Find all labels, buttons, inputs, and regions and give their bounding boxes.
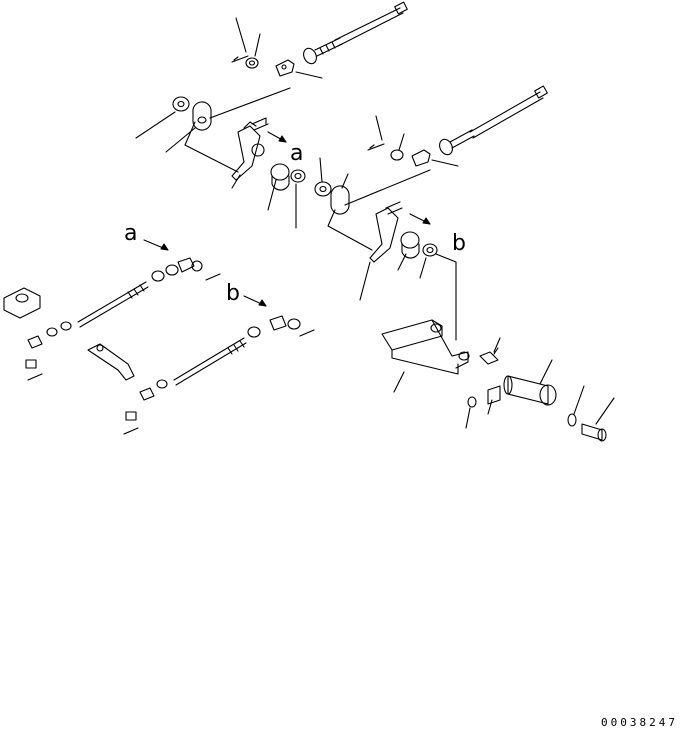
clevis-icon bbox=[275, 59, 295, 77]
bolt-icon bbox=[251, 117, 269, 131]
bracket-assembly bbox=[381, 319, 615, 442]
yoke-icon bbox=[3, 287, 41, 319]
clevis-icon bbox=[411, 149, 431, 167]
rod-icon bbox=[173, 337, 247, 386]
lever-icon bbox=[231, 125, 261, 181]
bolt-icon bbox=[487, 385, 501, 405]
callout-b-left: b bbox=[226, 281, 240, 306]
clevis-icon bbox=[177, 257, 195, 273]
cotter-pin-icon bbox=[367, 143, 385, 151]
clevis-icon bbox=[269, 315, 287, 331]
upper-lever-assembly bbox=[135, 87, 306, 229]
right-lever-assembly bbox=[314, 157, 457, 341]
bolt-icon bbox=[581, 423, 603, 441]
washer-icon bbox=[567, 413, 577, 427]
grease-fitting-icon bbox=[479, 347, 499, 365]
callout-a-left: a bbox=[124, 221, 137, 246]
washer-icon bbox=[165, 264, 179, 276]
arm-icon bbox=[87, 343, 135, 381]
nut-icon bbox=[151, 270, 165, 282]
callout-a-upper: a bbox=[290, 141, 303, 166]
lever-icon bbox=[369, 207, 399, 263]
right-cable-assembly bbox=[367, 85, 548, 167]
bushing-icon bbox=[330, 185, 350, 215]
pin-icon bbox=[507, 375, 549, 405]
upper-cable-assembly bbox=[231, 1, 408, 79]
drawing-number: 00038247 bbox=[601, 716, 678, 729]
nut-icon bbox=[247, 326, 261, 338]
nut-icon bbox=[191, 260, 203, 272]
bolt-icon bbox=[385, 201, 403, 215]
nut-icon bbox=[390, 149, 404, 161]
washer-icon bbox=[314, 181, 332, 197]
washer-icon bbox=[172, 96, 190, 112]
cotter-pin-icon bbox=[231, 55, 249, 63]
nut-icon bbox=[245, 57, 259, 69]
washer-icon bbox=[467, 396, 477, 408]
rod-icon bbox=[77, 281, 149, 328]
bracket-icon bbox=[381, 319, 443, 351]
left-linkage-assembly bbox=[3, 239, 315, 435]
nut-icon bbox=[287, 318, 301, 330]
callout-b-right: b bbox=[452, 231, 466, 256]
bushing-icon bbox=[192, 101, 212, 131]
